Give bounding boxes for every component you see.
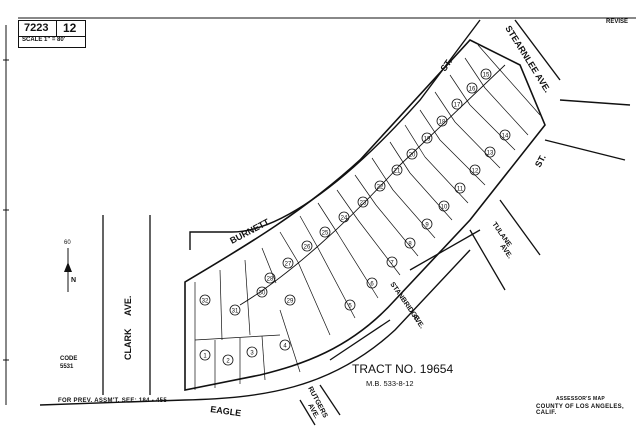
parcel-lower-18: 18	[436, 115, 448, 127]
parcel-number-31: 31	[232, 309, 239, 315]
scale-box	[18, 36, 86, 48]
parcel-lower-29: 29	[284, 294, 296, 306]
parcel-number-10: 10	[441, 205, 448, 211]
assessor-map-label: ASSESSOR'S MAP	[556, 396, 606, 402]
parcel-number-9: 9	[425, 223, 429, 229]
parcel-upper-10: 10	[438, 200, 450, 212]
parcel-number-25: 25	[322, 231, 329, 237]
parcel-number-21: 21	[394, 169, 401, 175]
west-group-lot-lines	[194, 259, 301, 390]
county-label: COUNTY OF LOS ANGELES, CALIF.	[536, 404, 624, 416]
parcel-upper-11: 11	[454, 182, 466, 194]
lot-spine-line	[239, 64, 506, 306]
parcel-upper-12: 12	[469, 164, 481, 176]
stanbridge-avenue-edge	[409, 229, 481, 271]
parcel-number-13: 13	[487, 151, 494, 157]
rutgers-avenue-edge	[299, 399, 316, 426]
street-label-tulane-ave: AVE.	[498, 243, 513, 260]
parcel-number-26: 26	[304, 245, 311, 251]
parcel-number-20: 20	[409, 153, 416, 159]
parcel-number-5: 5	[348, 304, 352, 310]
parcel-lower-16: 16	[466, 82, 478, 94]
street-label-burnett: BURNETT	[228, 217, 271, 246]
parcel-number-1: 1	[203, 354, 207, 360]
parcel-lower-20: 20	[406, 148, 418, 160]
street-label-stanbridge-ave: AVE.	[410, 313, 425, 330]
revised-label: REVISE	[606, 19, 629, 25]
parcel-lower-25: 25	[319, 226, 331, 238]
tract-title: TRACT NO. 19654	[352, 362, 453, 376]
north-arrow: 60 N	[64, 240, 76, 292]
parcel-west-3: 3	[246, 346, 258, 358]
parcel-lower-27: 27	[282, 257, 294, 269]
lower-row-lot-lines	[261, 44, 501, 284]
parcel-lower-24: 24	[338, 211, 350, 223]
parcel-number-7: 7	[390, 261, 394, 267]
north-arrow-value: 60	[64, 240, 71, 246]
parcel-upper-9: 9	[421, 218, 433, 230]
eagle-street-edge	[39, 249, 471, 406]
parcel-number-28: 28	[267, 277, 274, 283]
previous-assessment-reference: FOR PREV. ASSM'T. SEE: 184 - 455	[58, 398, 167, 404]
tract-boundary	[184, 39, 546, 391]
parcel-number-17: 17	[454, 103, 461, 109]
parcel-upper-8: 8	[404, 237, 416, 249]
parcel-number-2: 2	[226, 359, 230, 365]
parcel-lower-17: 17	[451, 98, 463, 110]
parcel-upper-13: 13	[484, 146, 496, 158]
parcel-number-11: 11	[457, 187, 464, 193]
street-label-st-right: ST.	[533, 153, 548, 169]
parcel-upper-6: 6	[366, 277, 378, 289]
street-label-eagle: EAGLE	[210, 404, 242, 418]
stearnlee-avenue-edge	[514, 19, 561, 81]
parcel-upper-7: 7	[386, 256, 398, 268]
parcel-number-16: 16	[469, 87, 476, 93]
parcel-lower-22: 22	[374, 180, 386, 192]
parcel-number-22: 22	[377, 185, 384, 191]
parcel-number-27: 27	[285, 262, 292, 268]
parcel-upper-14: 14	[499, 129, 511, 141]
street-label-clark: CLARK	[123, 328, 133, 360]
parcel-lower-28: 28	[264, 272, 276, 284]
scale-label: SCALE 1" = 80'	[22, 37, 66, 43]
parcel-number-19: 19	[424, 137, 431, 143]
parcel-number-24: 24	[341, 216, 348, 222]
parcel-lower-23: 23	[357, 196, 369, 208]
parcel-lower-19: 19	[421, 132, 433, 144]
parcel-numbers-layer: 1413121110987651516171819202122232425262…	[199, 68, 511, 366]
parcel-number-29: 29	[287, 299, 294, 305]
parcel-west-2: 2	[222, 354, 234, 366]
parcel-number-4: 4	[283, 344, 287, 350]
parcel-west-32: 32	[199, 294, 211, 306]
parcel-number-23: 23	[360, 201, 367, 207]
parcel-number-32: 32	[202, 299, 209, 305]
book-number: 7223	[24, 22, 49, 34]
parcel-west-31: 31	[229, 304, 241, 316]
parcel-lower-15: 15	[480, 68, 492, 80]
code-label: CODE	[60, 356, 77, 362]
parcel-upper-5: 5	[344, 299, 356, 311]
parcel-west-1: 1	[199, 349, 211, 361]
upper-row-lot-lines	[297, 69, 541, 336]
parcel-number-8: 8	[408, 242, 412, 248]
parcel-west-4: 4	[279, 339, 291, 351]
parcel-number-3: 3	[250, 351, 254, 357]
street-label-clark-ave: AVE.	[123, 296, 133, 316]
parcel-number-30: 30	[259, 291, 266, 297]
parcel-number-18: 18	[439, 120, 446, 126]
code-value: 5531	[60, 364, 74, 370]
tulane-avenue-edge	[469, 229, 506, 291]
parcel-lower-26: 26	[301, 240, 313, 252]
page-number: 12	[63, 21, 77, 35]
parcel-number-15: 15	[483, 73, 490, 79]
tract-map-book: M.B. 533-8-12	[366, 379, 414, 388]
north-arrow-letter: N	[71, 277, 76, 284]
parcel-lower-21: 21	[391, 164, 403, 176]
parcel-number-14: 14	[502, 134, 509, 140]
parcel-number-6: 6	[370, 282, 374, 288]
parcel-west-30: 30	[256, 286, 268, 298]
parcel-number-12: 12	[472, 169, 479, 175]
